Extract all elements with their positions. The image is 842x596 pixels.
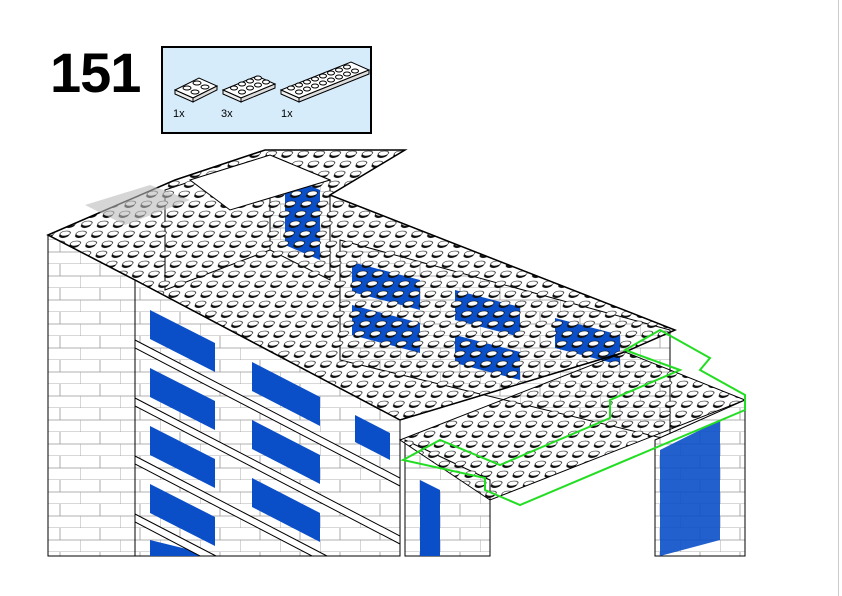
plate-2x8-icon (279, 61, 371, 103)
plate-2x4-icon (221, 75, 277, 103)
floor-ledges (134, 339, 401, 557)
left-wall (47, 234, 136, 557)
step-number: 151 (50, 41, 141, 104)
plate-2x2-icon (173, 77, 219, 103)
new-part-highlight (400, 328, 746, 507)
front-facade (134, 279, 401, 557)
new-plate-grey (85, 185, 190, 225)
part-quantity: 1x (281, 108, 293, 120)
part-quantity: 3x (221, 108, 233, 120)
page-edge (838, 0, 839, 596)
parts-callout: 1x 3x 1x (161, 46, 372, 134)
window-row (150, 310, 390, 556)
part-quantity: 1x (173, 108, 185, 120)
top-plates (46, 149, 747, 501)
